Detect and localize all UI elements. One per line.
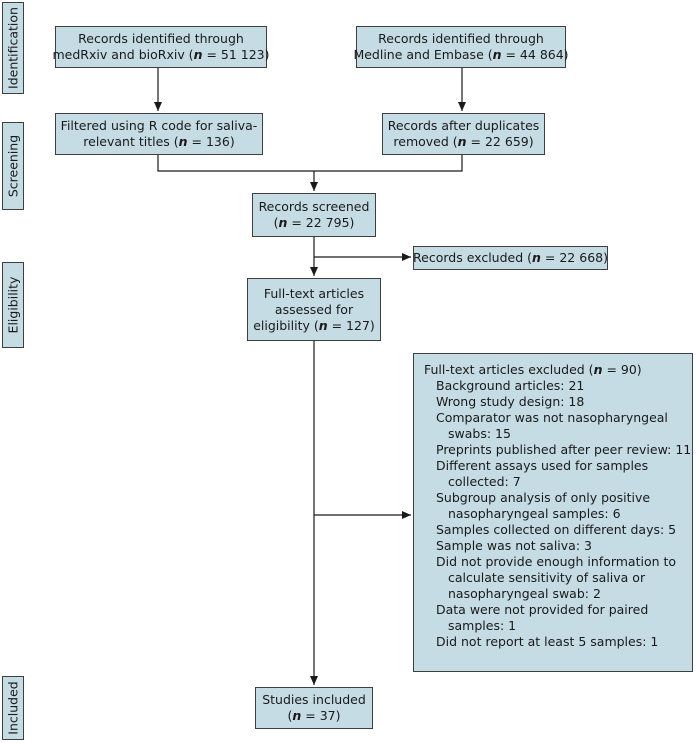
exclusion-reason-continued: nasopharyngeal swab: 2 <box>448 586 601 601</box>
duplicates-line1: Records after duplicates <box>387 118 540 133</box>
fulltext-line3-prefix: eligibility ( <box>253 317 319 333</box>
medrxiv-line1: Records identified through <box>78 31 244 46</box>
fulltext-line3: eligibility (n = 127) <box>253 318 375 334</box>
exclusion-reason: Different assays used for samples <box>436 458 649 473</box>
exclusion-reason: Comparator was not nasopharyngeal <box>436 410 668 425</box>
exclusion-reason: Preprints published after peer review: 1… <box>436 442 692 457</box>
included-n-label: n <box>292 708 302 723</box>
filtered-line1: Filtered using R code for saliva- <box>60 118 258 133</box>
exclusion-reason: Data were not provided for paired <box>436 602 649 617</box>
screened-line2-prefix: ( <box>273 215 279 230</box>
included-line1: Studies included <box>262 692 366 707</box>
screened-n-label: n <box>278 215 288 230</box>
box-fulltext-assessed: Full-text articles assessed for eligibil… <box>247 278 381 341</box>
medrxiv-line2-prefix: medRxiv and bioRxiv ( <box>52 47 194 62</box>
records-excluded-count: = 22 668) <box>540 250 608 265</box>
box-fulltext-excluded: Full-text articles excluded (n = 90) Bac… <box>413 353 693 672</box>
merge-line <box>157 155 463 172</box>
exclusion-reason: Did not report at least 5 samples: 1 <box>436 634 659 649</box>
exclusion-reason-continued: swabs: 15 <box>448 426 511 441</box>
fulltext-excluded-title: Full-text articles excluded (n = 90) <box>424 362 688 378</box>
records-excluded-n-label: n <box>532 250 541 265</box>
medrxiv-line2: medRxiv and bioRxiv (n = 51 123) <box>52 47 269 63</box>
medline-line1: Records identified through <box>378 31 544 46</box>
stage-included-label: Included <box>5 681 21 735</box>
exclusion-reason: Wrong study design: 18 <box>436 394 585 409</box>
fulltext-excluded-count: = 90) <box>602 362 642 377</box>
fulltext-line1: Full-text articles <box>263 285 365 301</box>
duplicates-count: = 22 659) <box>466 134 534 149</box>
duplicates-line2-prefix: removed ( <box>393 134 458 149</box>
included-line2-prefix: ( <box>287 708 293 723</box>
medline-n-label: n <box>492 47 502 62</box>
screened-line2: (n = 22 795) <box>274 215 355 231</box>
medrxiv-count: = 51 123) <box>202 47 270 62</box>
records-excluded-line: Records excluded (n = 22 668) <box>413 250 608 266</box>
medrxiv-n-label: n <box>193 47 203 62</box>
exclusion-reason-continued: calculate sensitivity of saliva or <box>448 570 646 585</box>
box-medline-records: Records identified through Medline and E… <box>353 26 569 68</box>
fulltext-excluded-n-label: n <box>593 362 603 377</box>
stage-eligibility-label: Eligibility <box>5 276 21 334</box>
included-count: = 37) <box>301 708 341 723</box>
medline-count: = 44 864) <box>501 47 569 62</box>
duplicates-n-label: n <box>457 134 467 149</box>
exclusion-reason-continued: collected: 7 <box>448 474 521 489</box>
fulltext-line2: assessed for <box>274 301 354 317</box>
box-after-duplicates: Records after duplicates removed (n = 22… <box>382 113 545 155</box>
exclusion-reason: Subgroup analysis of only positive <box>436 490 651 505</box>
fulltext-count: = 127) <box>327 317 375 333</box>
included-line2: (n = 37) <box>288 708 341 724</box>
exclusion-reason: Samples collected on different days: 5 <box>436 522 677 537</box>
records-excluded-prefix: Records excluded ( <box>413 250 533 265</box>
duplicates-line2: removed (n = 22 659) <box>393 134 533 150</box>
box-records-screened: Records screened (n = 22 795) <box>252 193 376 237</box>
filtered-n-label: n <box>178 134 188 149</box>
exclusion-reason-continued: samples: 1 <box>448 618 517 633</box>
filtered-line2: relevant titles (n = 136) <box>83 134 234 150</box>
filtered-line2-prefix: relevant titles ( <box>83 134 179 149</box>
stage-identification: Identification <box>2 2 24 94</box>
fulltext-excluded-title-prefix: Full-text articles excluded ( <box>424 362 594 377</box>
exclusion-reason: Background articles: 21 <box>436 378 585 393</box>
stage-screening: Screening <box>2 122 24 210</box>
stage-eligibility: Eligibility <box>2 262 24 348</box>
screened-line1: Records screened <box>258 199 370 214</box>
box-studies-included: Studies included (n = 37) <box>255 687 373 729</box>
box-records-excluded: Records excluded (n = 22 668) <box>413 246 608 270</box>
stage-identification-label: Identification <box>5 7 21 89</box>
exclusion-reason: Sample was not saliva: 3 <box>436 538 592 553</box>
medline-line2: Medline and Embase (n = 44 864) <box>353 47 568 63</box>
box-filtered-records: Filtered using R code for saliva- releva… <box>55 113 263 155</box>
screened-count: = 22 795) <box>287 215 355 230</box>
box-medrxiv-records: Records identified through medRxiv and b… <box>52 26 270 68</box>
medline-line2-prefix: Medline and Embase ( <box>353 47 493 62</box>
stage-screening-label: Screening <box>5 134 21 198</box>
stage-included: Included <box>2 676 24 740</box>
filtered-count: = 136) <box>187 134 235 149</box>
fulltext-n-label: n <box>318 317 328 333</box>
exclusion-reason-continued: nasopharyngeal samples: 6 <box>448 506 621 521</box>
exclusion-reason: Did not provide enough information to <box>436 554 677 569</box>
